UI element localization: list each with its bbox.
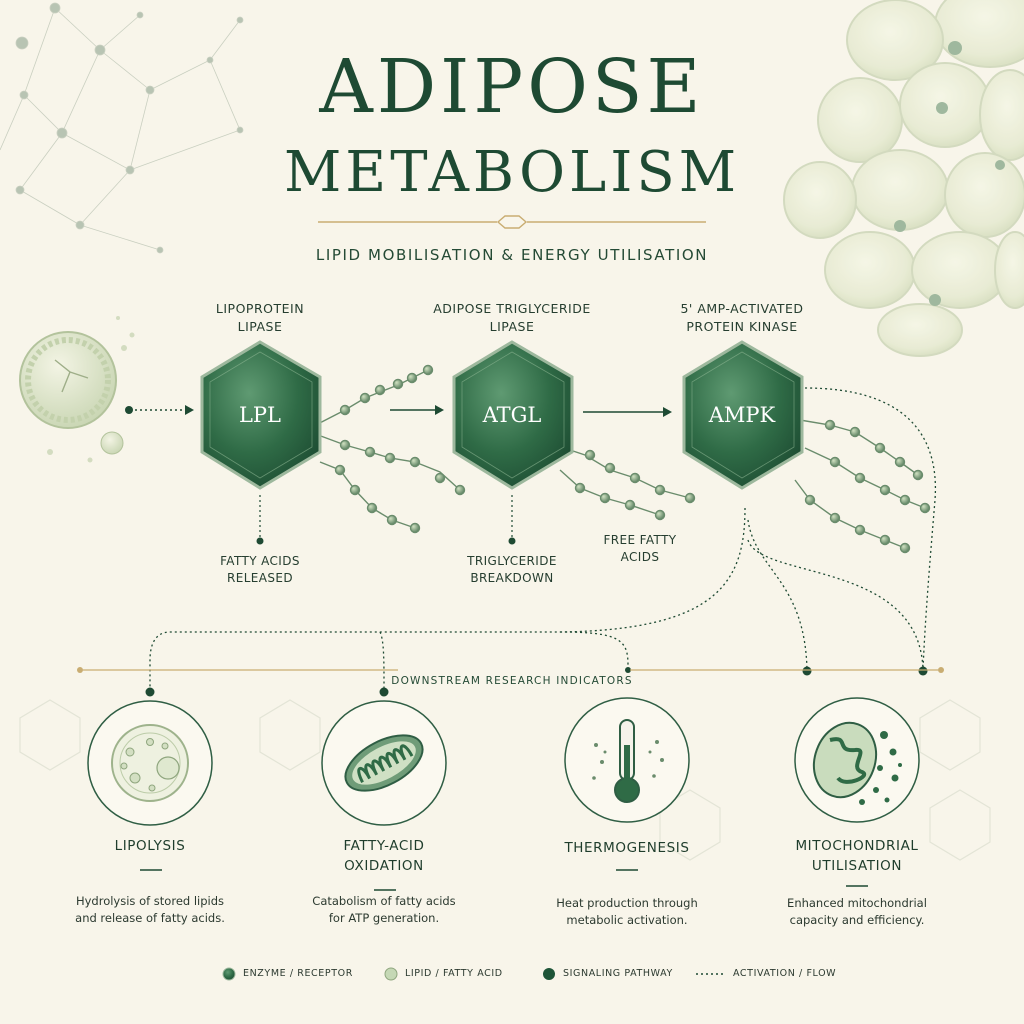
note-line2: ACIDS: [620, 550, 660, 564]
indicator-title-line1: LIPOLYSIS: [114, 838, 186, 854]
indicator-title-mitochondrial-utilisation: MITOCHONDRIAL UTILISATION: [747, 836, 967, 876]
enzyme-name-line1: ADIPOSE TRIGLYCERIDE: [433, 301, 591, 316]
title-divider: [318, 215, 706, 229]
pathway-nodes: [145, 666, 928, 697]
enzyme-label-ampk: 5' AMP-ACTIVATED PROTEIN KINASE: [642, 300, 842, 336]
indicator-fatty-acid-oxidation-circle: [321, 700, 447, 826]
signaling-pathway-lines: [149, 387, 937, 689]
indicator-title-line1: THERMOGENESIS: [564, 840, 690, 856]
indicator-underlines: [140, 869, 868, 891]
indicator-desc-line2: for ATP generation.: [328, 911, 440, 925]
page-subtitle: LIPID MOBILISATION & ENERGY UTILISATION: [315, 246, 709, 264]
indicator-desc-line1: Heat production through: [556, 896, 698, 910]
fatty-acid-chains: [309, 364, 931, 554]
indicator-desc-fatty-acid-oxidation: Catabolism of fatty acids for ATP genera…: [274, 893, 494, 927]
note-line1: TRIGLYCERIDE: [467, 554, 557, 568]
indicator-desc-line2: metabolic activation.: [566, 913, 688, 927]
indicator-desc-mitochondrial-utilisation: Enhanced mitochondrial capacity and effi…: [747, 895, 967, 929]
indicator-desc-line2: and release of fatty acids.: [75, 911, 225, 925]
lipoprotein-particle-icon: [19, 316, 135, 463]
enzyme-hexagon-lpl: [200, 340, 322, 490]
legend-signaling-pathway: SIGNALING PATHWAY: [563, 968, 673, 979]
page-title-line2: METABOLISM: [283, 140, 741, 205]
note-line1: FREE FATTY: [603, 533, 677, 547]
indicator-lipolysis-circle: [87, 700, 213, 826]
enzyme-label-atgl: ADIPOSE TRIGLYCERIDE LIPASE: [412, 300, 612, 336]
indicator-title-line2: UTILISATION: [811, 858, 903, 874]
indicator-title-line2: OXIDATION: [344, 858, 424, 874]
legend-activation-flow: ACTIVATION / FLOW: [733, 968, 837, 979]
enzyme-name-line2: LIPASE: [237, 319, 283, 334]
indicator-title-line1: MITOCHONDRIAL: [795, 838, 919, 854]
enzyme-annotation-lines: [259, 495, 513, 537]
indicator-desc-line1: Catabolism of fatty acids: [312, 894, 456, 908]
enzyme-name-line2: LIPASE: [489, 319, 535, 334]
enzyme-abbr-lpl: LPL: [239, 403, 281, 427]
indicator-desc-thermogenesis: Heat production through metabolic activa…: [517, 895, 737, 929]
background-hexagons-decoration: [19, 699, 991, 861]
mitochondrion-dots-icon: [812, 721, 902, 805]
indicator-title-line1: FATTY-ACID: [343, 838, 425, 854]
indicator-desc-lipolysis: Hydrolysis of stored lipids and release …: [40, 893, 260, 927]
note-free-fatty-acids: FREE FATTY ACIDS: [560, 532, 720, 566]
enzyme-name-line1: 5' AMP-ACTIVATED: [680, 301, 804, 316]
indicator-thermogenesis-circle: [564, 697, 690, 823]
legend-markers: [222, 967, 726, 981]
legend-lipid-fatty-acid: LIPID / FATTY ACID: [405, 968, 503, 979]
lipid-droplet-icon: [111, 724, 189, 802]
indicator-desc-line1: Enhanced mitochondrial: [787, 896, 927, 910]
downstream-indicators-label: DOWNSTREAM RESEARCH INDICATORS: [391, 675, 633, 687]
indicators-rule: [77, 667, 944, 673]
enzyme-name-line1: LIPOPROTEIN: [215, 301, 305, 316]
enzyme-hexagon-atgl: [452, 340, 574, 490]
enzyme-label-lpl: LIPOPROTEIN LIPASE: [160, 300, 360, 336]
note-line2: RELEASED: [226, 571, 294, 585]
flow-arrows: [125, 405, 672, 417]
cell-nuclei-decoration: [894, 41, 1005, 306]
molecular-network-decoration: [0, 2, 244, 254]
note-line1: FATTY ACIDS: [220, 554, 300, 568]
note-line2: BREAKDOWN: [470, 571, 554, 585]
mitochondrion-icon: [344, 734, 424, 792]
note-triglyceride-breakdown: TRIGLYCERIDE BREAKDOWN: [432, 553, 592, 587]
indicator-desc-line2: capacity and efficiency.: [789, 913, 925, 927]
thermometer-icon: [592, 719, 664, 803]
indicator-title-fatty-acid-oxidation: FATTY-ACID OXIDATION: [274, 836, 494, 876]
enzyme-name-line2: PROTEIN KINASE: [686, 319, 798, 334]
enzyme-abbr-ampk: AMPK: [708, 403, 776, 427]
indicator-mitochondrial-utilisation-circle: [794, 697, 920, 823]
legend-enzyme-receptor: ENZYME / RECEPTOR: [243, 968, 353, 979]
enzyme-abbr-atgl: ATGL: [482, 403, 542, 427]
indicator-title-lipolysis: LIPOLYSIS: [40, 836, 260, 856]
indicator-title-thermogenesis: THERMOGENESIS: [517, 838, 737, 858]
enzyme-hexagon-ampk: [682, 340, 804, 490]
indicator-desc-line1: Hydrolysis of stored lipids: [75, 894, 225, 908]
note-fatty-acids-released: FATTY ACIDS RELEASED: [180, 553, 340, 587]
page-title-line1: ADIPOSE: [319, 44, 705, 130]
